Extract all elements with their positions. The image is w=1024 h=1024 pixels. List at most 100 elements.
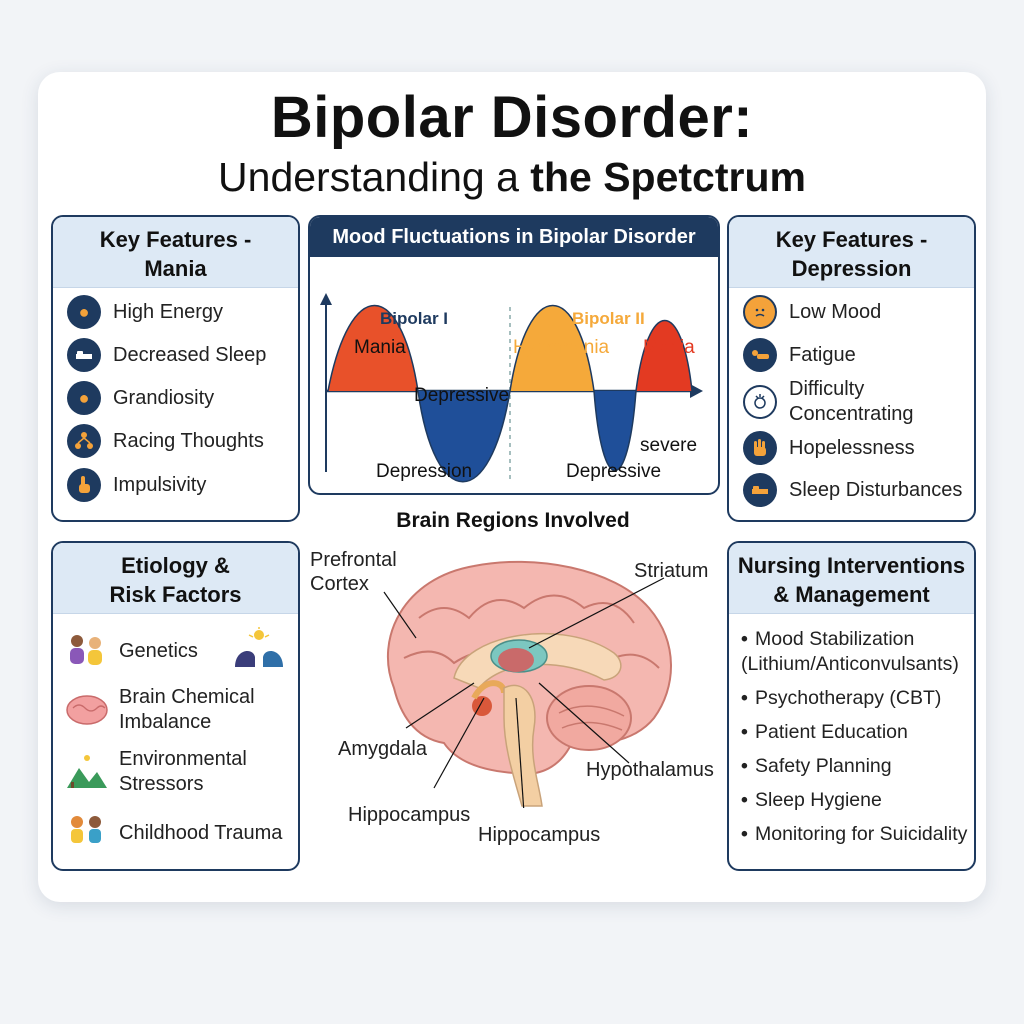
lightbulb-icon: ● (67, 295, 101, 329)
mania1-label: Mania (354, 337, 406, 358)
mania-item: Impulsivity (67, 468, 206, 502)
nursing-item-label: Mood Stabilization (Lithium/Anticonvulsa… (741, 628, 959, 675)
nursing-item-label: Patient Education (755, 721, 908, 743)
depressive1-label: Depressive (414, 385, 509, 406)
etiology-heading: Etiology & Risk Factors (53, 543, 298, 614)
depression-heading: Key Features - Depression (729, 217, 974, 288)
nursing-item: •Psychotherapy (CBT) (741, 687, 942, 709)
bed-icon (743, 473, 777, 507)
wave-outline (327, 305, 693, 483)
bipolar2-label: Bipolar II (572, 309, 645, 328)
hypomania-wave (510, 305, 594, 391)
etiology-item: Childhood Trauma (65, 813, 282, 853)
etiology-item: Environmental Stressors (65, 747, 259, 797)
depression-wave-2 (594, 391, 636, 471)
depression-item: Fatigue (743, 338, 856, 372)
mania-wave-1 (328, 305, 418, 391)
hypomania-label: Hypomania (513, 337, 610, 358)
nursing-item: •Monitoring for Suicidality (741, 823, 968, 845)
depression-item-label: Difficulty Concentrating (789, 378, 914, 425)
depression-item-label: Low Mood (789, 300, 882, 323)
nursing-item-label: Monitoring for Suicidality (755, 823, 968, 845)
lightbulb-icon: ● (67, 381, 101, 415)
nursing-item: •Sleep Hygiene (741, 789, 882, 811)
nursing-item: •Safety Planning (741, 755, 892, 777)
hippocampus1-line (433, 697, 485, 789)
subtitle-part2: the Spetctrum (530, 154, 806, 200)
depression-item: Low Mood (743, 295, 881, 329)
brain-diagram (383, 560, 672, 808)
etiology-item-label: Environmental Stressors (119, 748, 247, 795)
mania-panel: Key Features - Mania ● High Energy Decre… (51, 215, 300, 522)
hippocampus2-line (515, 697, 525, 808)
depression-item: Difficulty Concentrating (743, 377, 919, 427)
etiology-item-label: Genetics (119, 639, 198, 662)
nursing-panel: Nursing Interventions & Management •Mood… (727, 541, 976, 871)
striatum-line (528, 577, 665, 649)
nursing-item: •Mood Stabilization (Lithium/Anticonvuls… (741, 628, 959, 675)
depression-item: Hopelessness (743, 431, 915, 465)
etiology-item-label: Childhood Trauma (119, 821, 283, 844)
brainstem (503, 684, 543, 807)
nursing-item: •Patient Education (741, 721, 908, 743)
mania-item-label: High Energy (113, 300, 224, 323)
depression-label: Depression (376, 461, 472, 482)
amygdala-label: Amygdala (338, 738, 427, 760)
mood-chart-heading: Mood Fluctuations in Bipolar Disorder (310, 217, 718, 257)
cerebellum (546, 685, 632, 751)
network-icon (67, 424, 101, 458)
mania-wave-2 (636, 320, 692, 391)
sad-face-icon (743, 295, 777, 329)
nursing-item-label: Safety Planning (755, 755, 892, 777)
severe-label: severe (640, 435, 697, 456)
amygdala-line (405, 682, 475, 729)
depression-panel: Key Features - Depression Low Mood Fatig… (727, 215, 976, 522)
mania-item-label: Racing Thoughts (113, 429, 264, 452)
mania-item-label: Decreased Sleep (113, 343, 267, 366)
children-icon (71, 816, 101, 843)
hippocampus2-label: Hippocampus (478, 824, 601, 846)
depression-item-label: Fatigue (789, 343, 856, 366)
etiology-item: Genetics (65, 631, 198, 671)
mood-chart: Bipolar I Bipolar II Mania Depressive Hy… (320, 293, 703, 483)
mania-item: ● Grandiosity (67, 381, 214, 415)
nursing-list: •Mood Stabilization (Lithium/Anticonvuls… (741, 627, 968, 856)
hypothalamus-label: Hypothalamus (586, 759, 714, 781)
depressive2-label: Depressive (566, 461, 661, 482)
subtitle-part1: Understanding a (218, 154, 531, 200)
brain-icon (66, 695, 108, 725)
nursing-item-label: Sleep Hygiene (755, 789, 882, 811)
nursing-heading: Nursing Interventions & Management (729, 543, 974, 614)
prefrontal-line (383, 591, 417, 639)
prefrontal-label: Prefrontal Cortex (310, 549, 397, 595)
depression-item-label: Sleep Disturbances (789, 478, 963, 501)
etiology-item-label: Brain Chemical Imbalance (119, 686, 255, 733)
thalamus (498, 648, 534, 672)
hand-pointer-icon (67, 468, 101, 502)
hypothalamus-line (538, 682, 630, 764)
etiology-panel: Etiology & Risk Factors Genetics Brain C… (51, 541, 300, 871)
mania-heading: Key Features - Mania (53, 217, 298, 288)
etiology-item: Brain Chemical Imbalance (65, 685, 259, 735)
mania-item-label: Grandiosity (113, 386, 215, 409)
subtitle: Understanding a the Spetctrum (0, 154, 1024, 201)
depression-wave-1 (418, 391, 510, 482)
brain-heading: Brain Regions Involved (396, 509, 630, 532)
confused-head-icon (743, 385, 777, 419)
main-title: Bipolar Disorder: (270, 85, 754, 150)
mood-chart-panel: Mood Fluctuations in Bipolar Disorder Bi… (308, 215, 720, 495)
x-axis-arrow (690, 384, 703, 398)
family-icon (70, 635, 102, 665)
mania-item: ● High Energy (67, 295, 223, 329)
nursing-item-label: Psychotherapy (CBT) (755, 687, 942, 709)
depression-item: Sleep Disturbances (743, 473, 962, 507)
depression-item-label: Hopelessness (789, 436, 915, 459)
bipolar1-label: Bipolar I (380, 309, 448, 328)
striatum-label: Striatum (634, 560, 709, 582)
landscape-icon (67, 755, 107, 788)
mania-item: Decreased Sleep (67, 338, 266, 372)
y-axis-arrow (320, 293, 332, 305)
mania-item: Racing Thoughts (67, 424, 264, 458)
hippocampus1-label: Hippocampus (348, 804, 471, 826)
bed-icon (67, 338, 101, 372)
